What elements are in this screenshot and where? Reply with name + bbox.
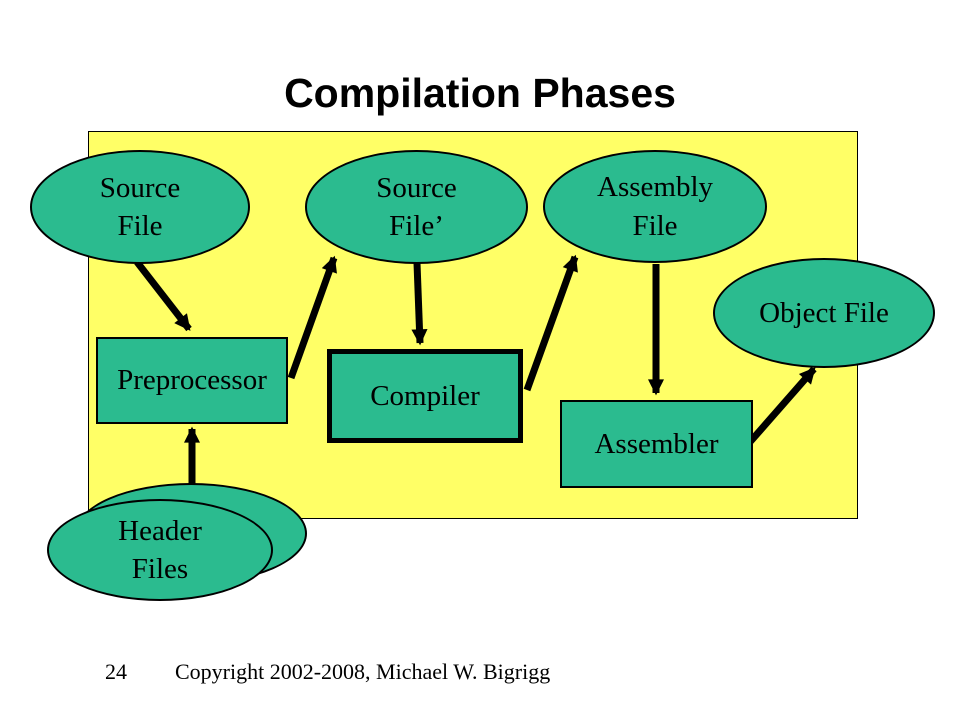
copyright-text: Copyright 2002-2008, Michael W. Bigrigg xyxy=(175,659,551,684)
node-source-file-prime: Source File’ xyxy=(305,150,528,264)
node-compiler: Compiler xyxy=(327,349,523,443)
arrow-source-file-prime-to-compiler xyxy=(411,262,428,346)
arrow-assembler-to-object-file xyxy=(747,366,817,445)
node-source-file: Source File xyxy=(30,150,250,264)
node-object-file: Object File xyxy=(713,258,935,368)
node-preprocessor: Preprocessor xyxy=(96,337,288,424)
node-assembly-file: Assembly File xyxy=(543,150,767,263)
node-assembler: Assembler xyxy=(560,400,753,488)
arrow-source-file-to-preprocessor xyxy=(134,259,192,332)
arrow-preprocessor-to-source-file-prime xyxy=(287,255,338,380)
arrow-compiler-to-assembly-file xyxy=(523,254,579,392)
node-header-files: Header Files xyxy=(47,499,273,601)
slide-title: Compilation Phases xyxy=(284,70,676,116)
page-number: 24 xyxy=(105,659,127,684)
